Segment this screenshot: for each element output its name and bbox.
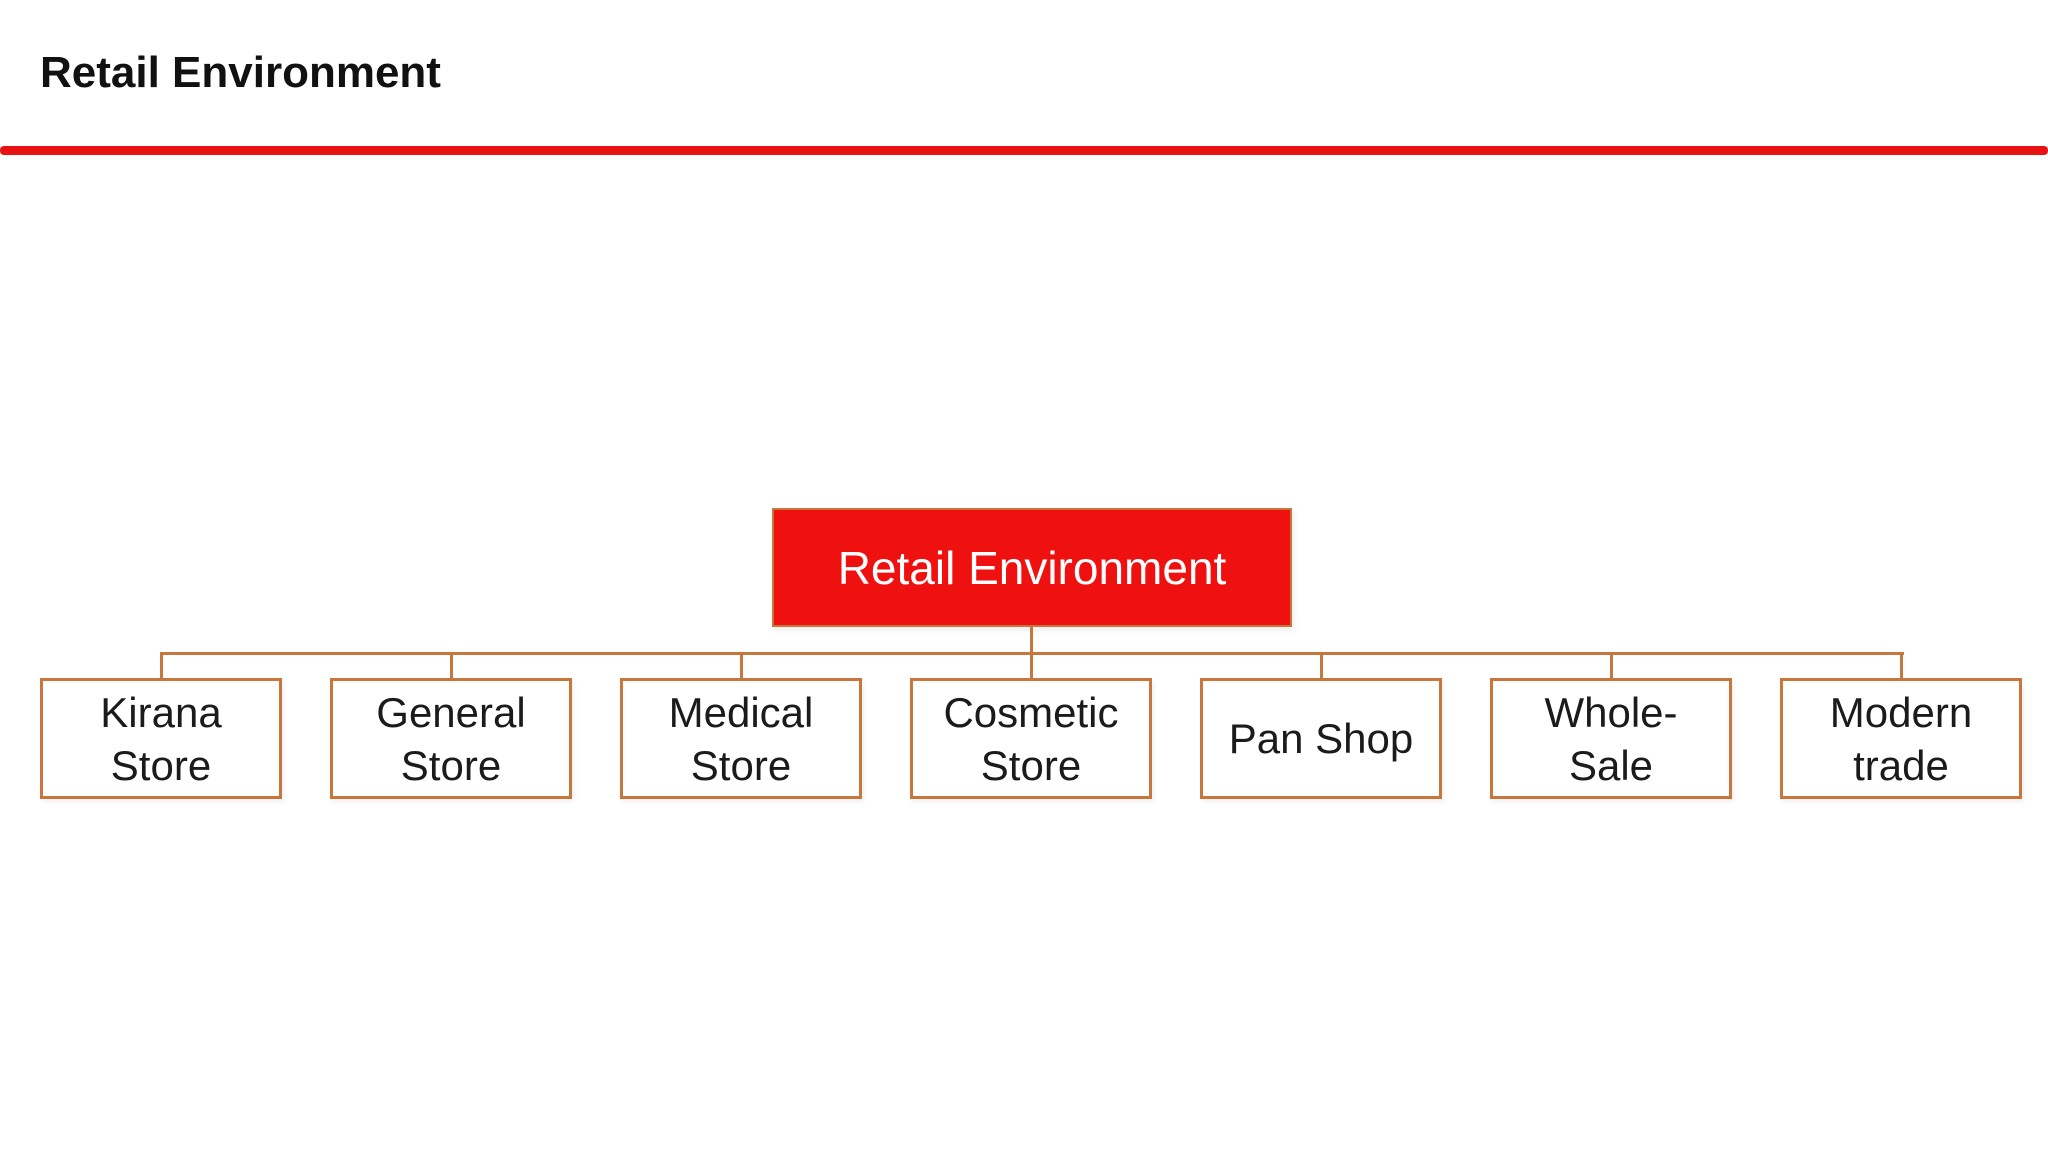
child-node-6: Modern trade	[1780, 678, 2022, 799]
connector-child-stub	[1610, 654, 1613, 680]
child-node-label: Whole- Sale	[1544, 688, 1678, 789]
connector-child-stub	[160, 654, 163, 680]
child-node-label: General Store	[376, 688, 526, 789]
connector-child-stub	[450, 654, 453, 680]
connector-bus-line	[160, 652, 1904, 655]
child-node-3: Cosmetic Store	[910, 678, 1152, 799]
child-node-1: General Store	[330, 678, 572, 799]
root-node-retail-environment: Retail Environment	[772, 508, 1292, 627]
child-node-label: Kirana Store	[100, 688, 222, 789]
slide-title: Retail Environment	[40, 48, 441, 97]
connector-child-stub	[740, 654, 743, 680]
child-node-5: Whole- Sale	[1490, 678, 1732, 799]
child-node-2: Medical Store	[620, 678, 862, 799]
child-node-label: Medical Store	[668, 688, 814, 789]
root-node-label: Retail Environment	[837, 541, 1227, 594]
title-divider-rule	[0, 146, 2048, 155]
connector-root-stub	[1030, 626, 1033, 653]
connector-child-stub	[1900, 654, 1903, 680]
child-node-label: Pan Shop	[1228, 715, 1414, 762]
connector-child-stub	[1320, 654, 1323, 680]
child-node-0: Kirana Store	[40, 678, 282, 799]
connector-child-stub	[1030, 654, 1033, 680]
child-node-label: Modern trade	[1829, 688, 1973, 789]
child-node-4: Pan Shop	[1200, 678, 1442, 799]
child-node-label: Cosmetic Store	[943, 688, 1119, 789]
